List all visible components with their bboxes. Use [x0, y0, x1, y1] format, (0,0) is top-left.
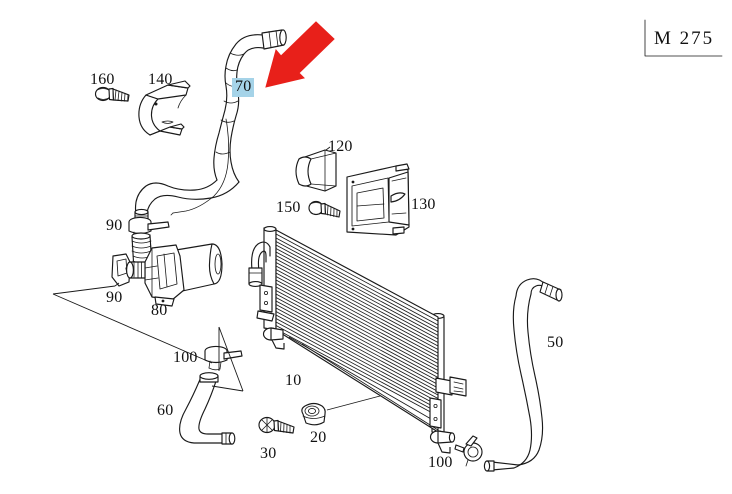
part-70-coolant-hose-upper — [134, 29, 287, 231]
engine-code-label: M 275 — [654, 28, 715, 49]
callout-80[interactable]: 80 — [151, 302, 168, 319]
part-160-bolt — [94, 86, 130, 102]
callout-100-right[interactable]: 100 — [428, 454, 453, 471]
callout-90-lower[interactable]: 90 — [106, 289, 123, 306]
part-20-rubber-mount-grommet — [301, 402, 326, 426]
part-10-heat-exchanger-core — [248, 226, 467, 454]
part-130-control-module-housing — [346, 163, 410, 236]
callout-70-highlighted[interactable]: 70 — [232, 78, 255, 97]
part-50-coolant-hose-right — [483, 278, 563, 472]
callout-10[interactable]: 10 — [285, 372, 302, 389]
engine-code-box-rule — [644, 19, 723, 57]
part-90-hose-clamp-lower — [111, 253, 139, 287]
callout-140[interactable]: 140 — [148, 71, 173, 88]
part-30-bolt — [258, 416, 295, 434]
callout-160[interactable]: 160 — [90, 71, 115, 88]
callout-120[interactable]: 120 — [328, 138, 353, 155]
part-80-circulation-pump — [126, 232, 223, 307]
callout-20[interactable]: 20 — [310, 429, 327, 446]
callout-60[interactable]: 60 — [157, 402, 174, 419]
part-150-bolt — [308, 200, 341, 218]
callout-100-left[interactable]: 100 — [173, 349, 198, 366]
part-120-sleeve — [295, 149, 337, 192]
red-arrow-annotation — [265, 21, 335, 88]
part-100-spring-band-clamp-left — [204, 345, 243, 371]
part-90-hose-clamp-upper — [128, 216, 170, 242]
part-100-spring-band-clamp-right — [454, 435, 483, 467]
callout-50[interactable]: 50 — [547, 334, 564, 351]
callout-30[interactable]: 30 — [260, 445, 277, 462]
callout-90-upper[interactable]: 90 — [106, 217, 123, 234]
callout-130[interactable]: 130 — [411, 196, 436, 213]
callout-150[interactable]: 150 — [276, 199, 301, 216]
part-140-bracket — [138, 80, 191, 136]
leader-lines — [52, 146, 381, 411]
part-60-coolant-hose-lower — [179, 372, 236, 445]
